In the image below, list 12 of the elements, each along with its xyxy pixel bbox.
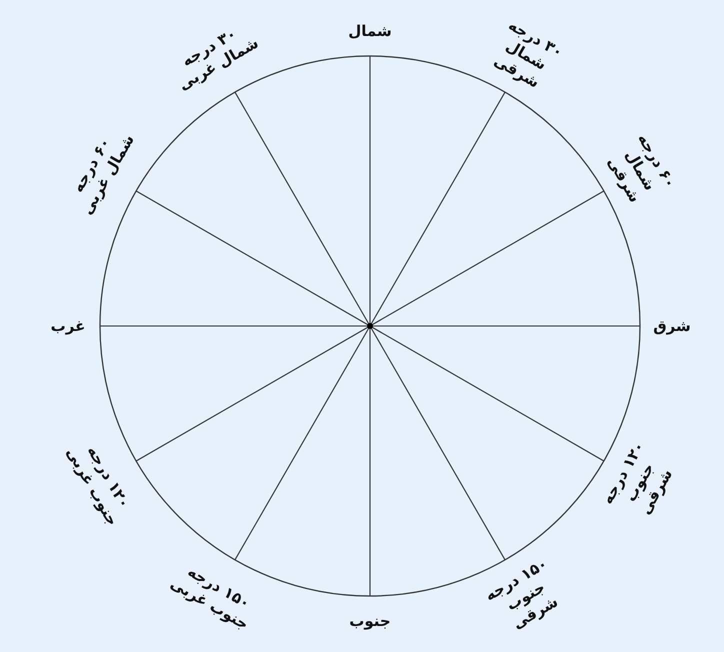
direction-label: ۳۰ درجه شمال شرقی bbox=[490, 15, 568, 94]
direction-label: ۱۵۰ درجه جنوب غربی bbox=[166, 562, 254, 636]
direction-label: ۶۰ درجه شمال غربی bbox=[67, 130, 139, 218]
direction-label: ۱۲۰ درجه جنوب شرقی bbox=[597, 436, 678, 519]
direction-label: جنوب bbox=[348, 612, 392, 630]
direction-label: غرب bbox=[50, 316, 86, 336]
direction-label: شمال bbox=[347, 22, 393, 40]
direction-label: ۶۰ درجه شمال شرقی bbox=[603, 128, 681, 207]
direction-label: ۱۲۰ درجه جنوب غربی bbox=[61, 442, 134, 530]
direction-label: ۳۰ درجه شمال غربی bbox=[174, 23, 262, 95]
direction-label: شرق bbox=[652, 316, 692, 336]
direction-label: ۱۵۰ درجه جنوب شرقی bbox=[480, 553, 562, 634]
